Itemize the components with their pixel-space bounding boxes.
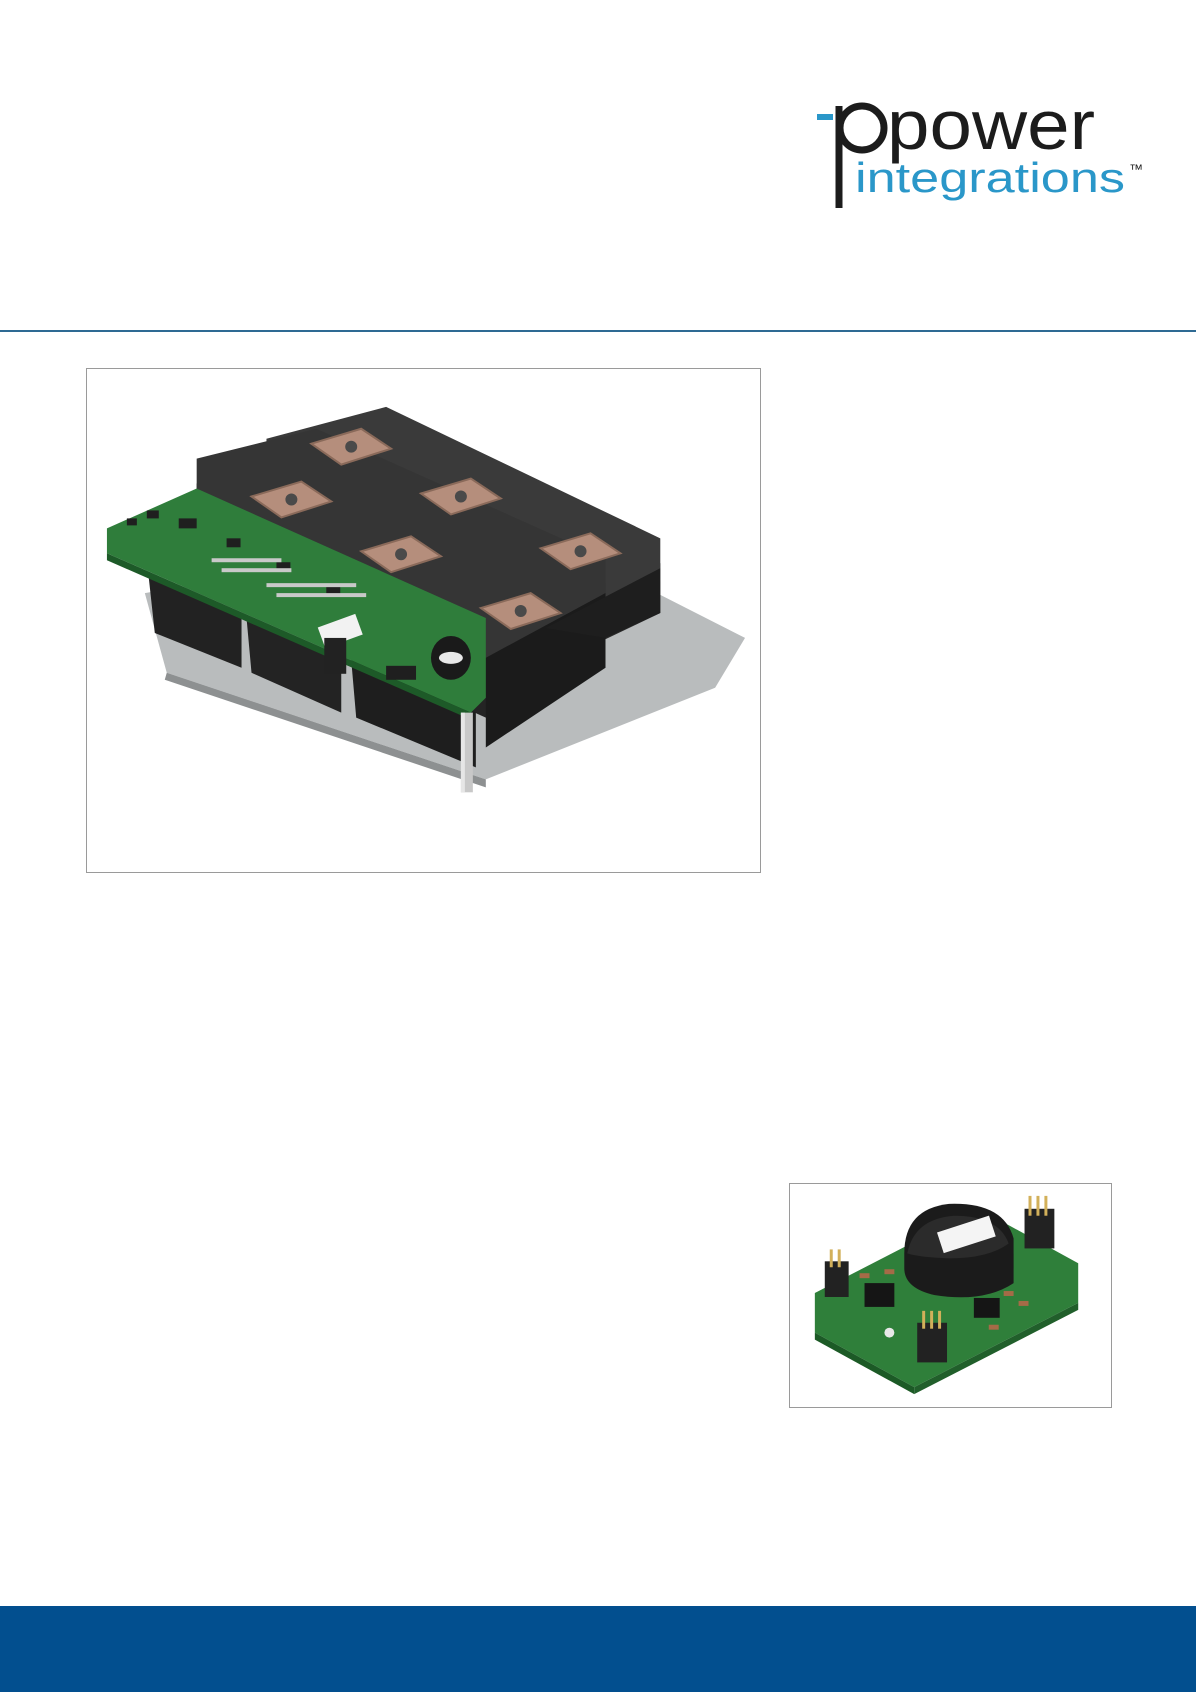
header-rule: [0, 330, 1196, 332]
core-driver-photo: [789, 1183, 1112, 1408]
power-integrations-logo: power integrations ™: [815, 86, 1165, 218]
logo-trademark: ™: [1129, 161, 1143, 177]
logo-mark: [817, 102, 888, 208]
logo-word-power: power: [887, 88, 1095, 164]
module-driver-photo: [86, 368, 761, 873]
logo-word-integrations: integrations: [855, 154, 1125, 201]
footer-band: [0, 1606, 1196, 1692]
